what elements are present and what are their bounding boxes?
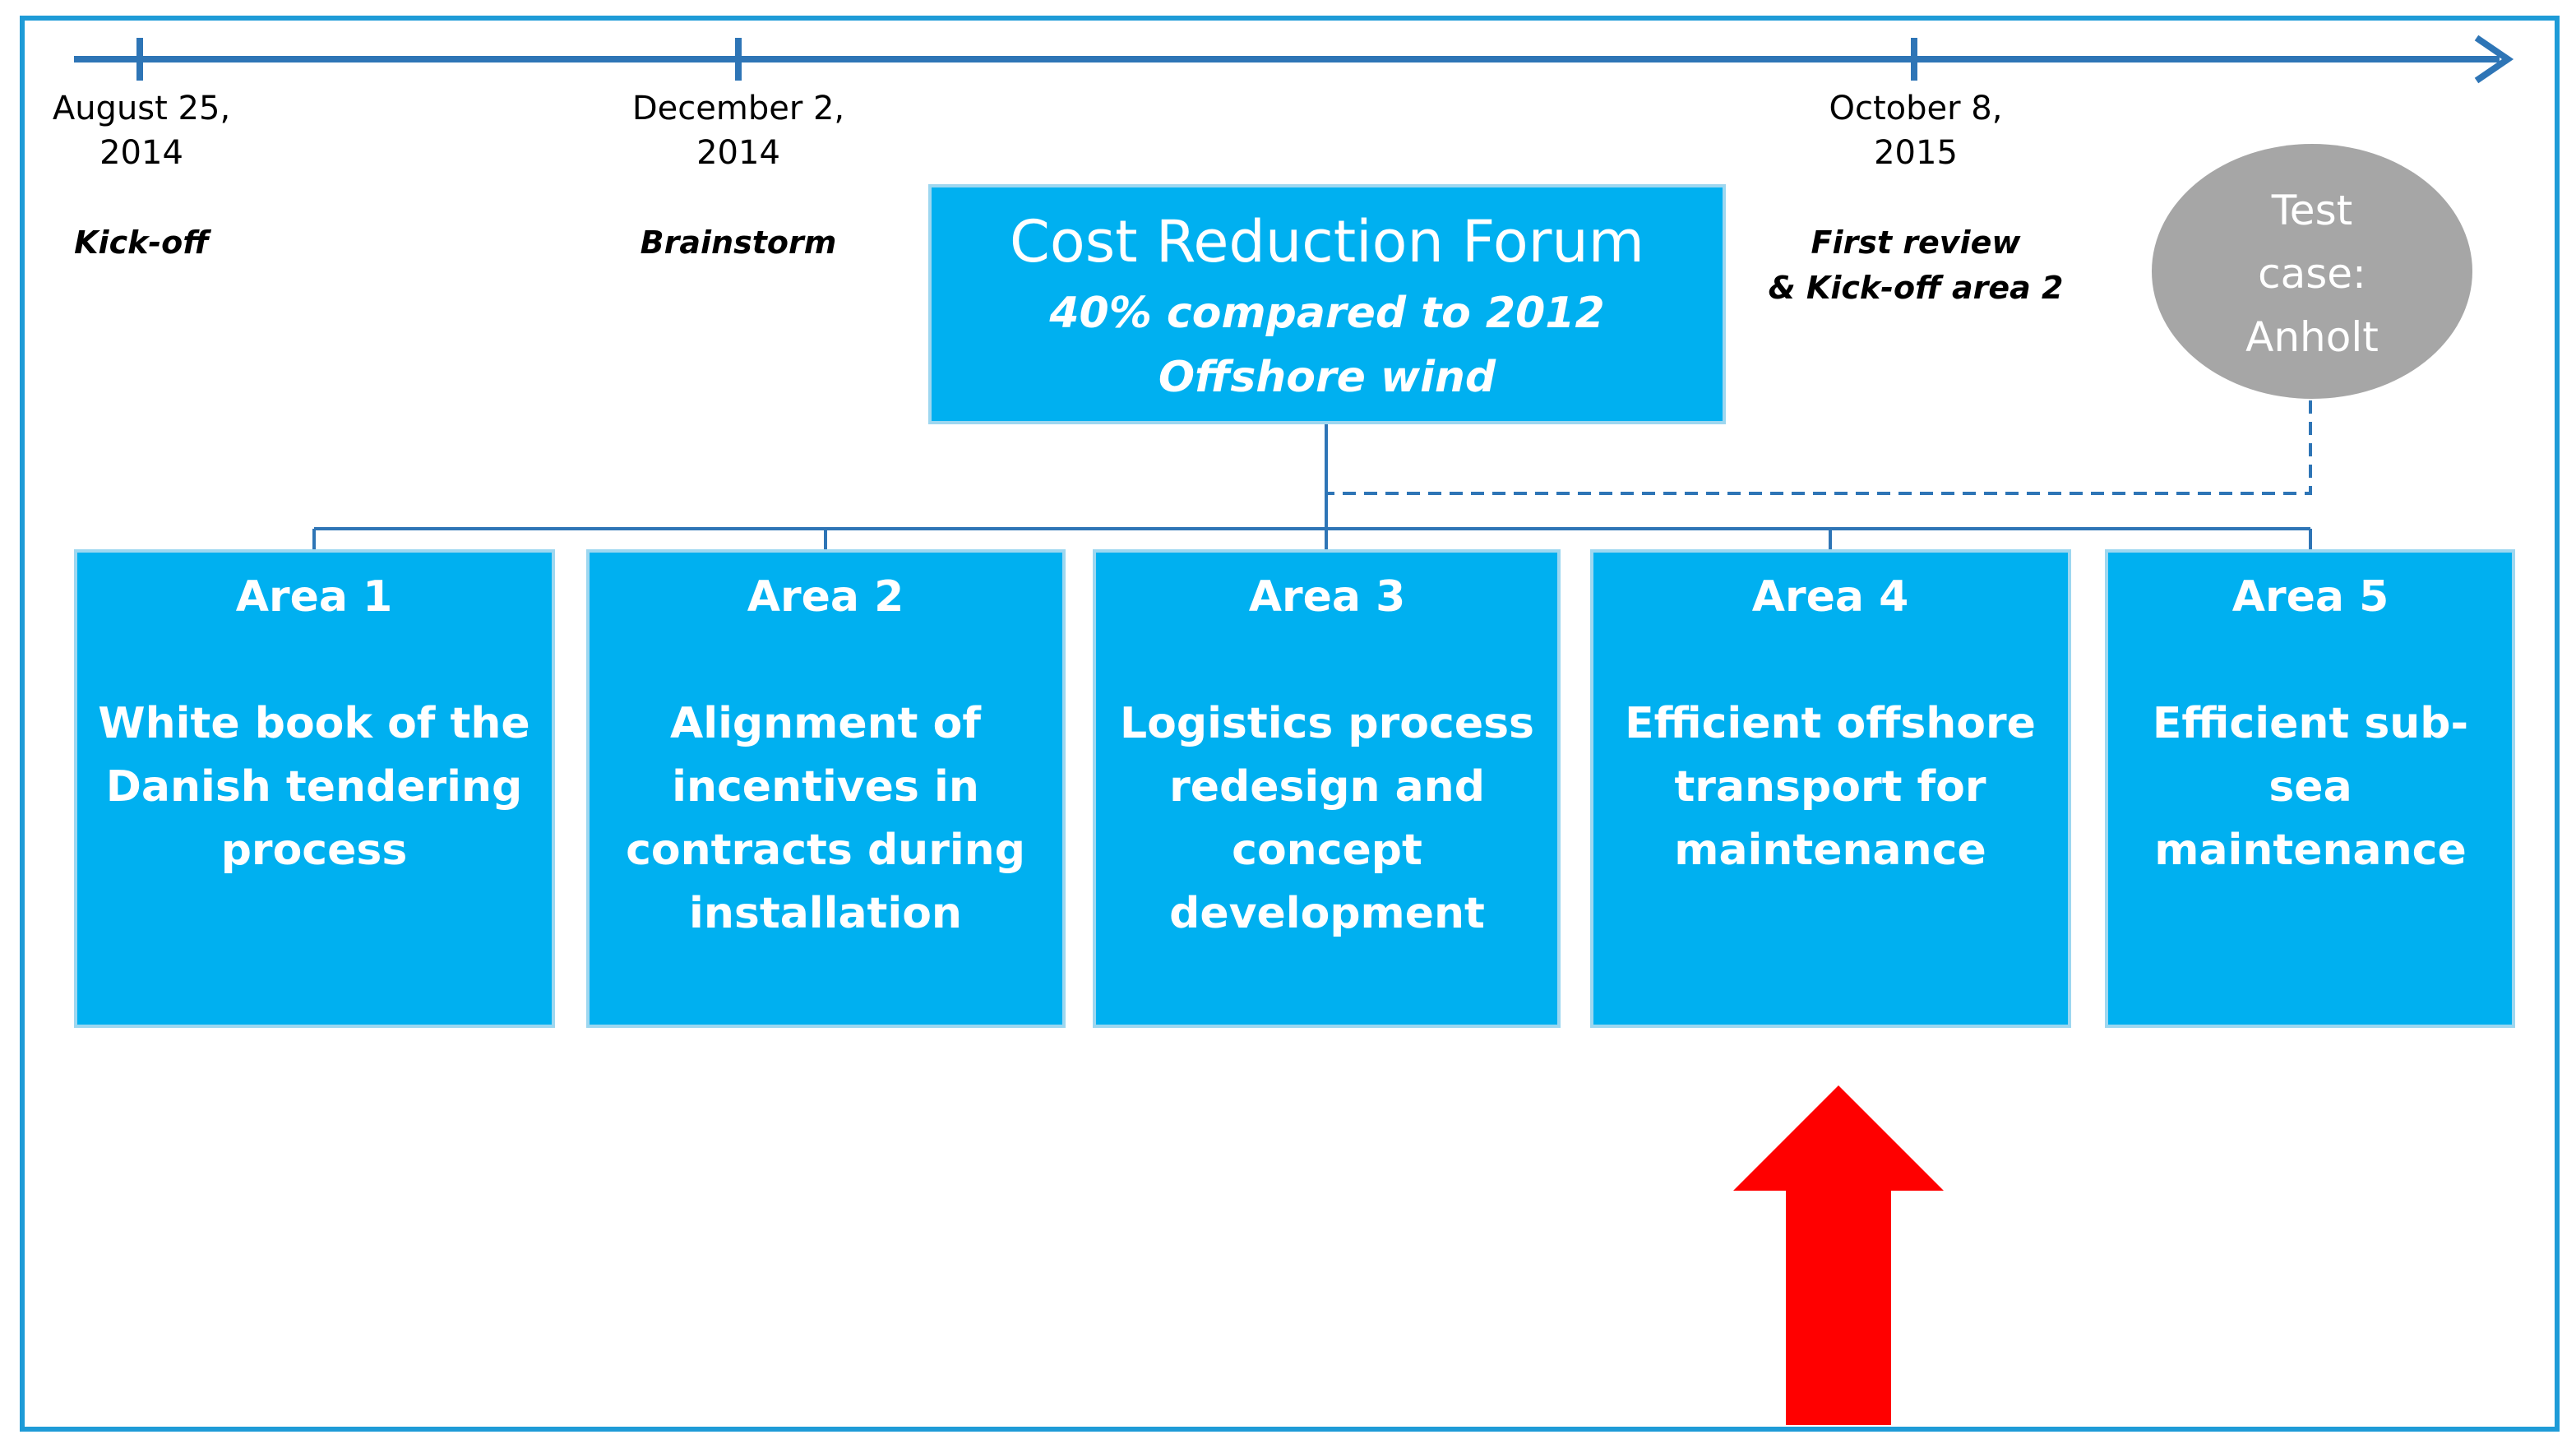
test-case-label: Test [2271,187,2352,234]
area-description: installation [689,889,962,938]
test-case-label: case: [2258,250,2366,298]
area-title: Area 2 [747,572,904,622]
area-box-background [2105,549,2515,1028]
area-box-background [1093,549,1561,1028]
forum-subtitle: Offshore wind [1159,353,1496,402]
area-description: Logistics process [1120,699,1534,748]
area-box: Area 5 Efficient sub- sea maintenance [2105,549,2515,1028]
area-description: Danish tendering [106,762,523,812]
milestone-date: 2014 [99,134,183,172]
area-description: White book of the [98,699,530,748]
arrow-up-icon [1733,1085,1944,1425]
milestone-event: & Kick-off area 2 [1769,270,2064,306]
area-box: Area 2 Alignment of incentives in contra… [586,549,1066,1028]
area-box-background [1590,549,2071,1028]
timeline: August 25, 2014 Kick-off December 2, 201… [53,35,2514,306]
test-case-label: Anholt [2245,313,2379,361]
area-box-background [74,549,555,1028]
area-description: Efficient offshore [1625,699,2036,748]
test-case: Test case: Anholt [2152,144,2472,399]
milestone-event: First review [1811,224,2022,261]
area-description: sea [2268,762,2352,812]
milestone-event: Brainstorm [641,224,837,261]
milestone-date: 2015 [1874,134,1958,172]
forum-box: Cost Reduction Forum 40% compared to 201… [928,184,1726,424]
forum-box-background [928,184,1726,424]
area-description: process [221,826,408,875]
forum-subtitle: 40% compared to 2012 [1048,289,1604,338]
area-description: incentives in [672,762,979,812]
area-title: Area 4 [1752,572,1909,622]
area-description: redesign and [1169,762,1485,812]
test-case-ellipse [2152,144,2472,399]
forum-title: Cost Reduction Forum [1010,208,1644,275]
area-description: concept [1232,826,1422,875]
connectors [312,400,2312,551]
area-description: Efficient sub- [2153,699,2468,748]
area-title: Area 5 [2232,572,2389,622]
area-box: Area 1 White book of the Danish tenderin… [74,549,555,1028]
area-description: contracts during [626,826,1025,875]
area-box: Area 4 Efficient offshore transport for … [1590,549,2071,1028]
milestone-event: Kick-off [74,224,211,261]
milestone-date: August 25, [53,90,230,127]
outer-frame [20,16,2560,1432]
milestone-date: December 2, [632,90,844,127]
timeline-arrow-icon [2474,35,2514,84]
area-box-background [586,549,1066,1028]
area-description: development [1169,889,1485,938]
area-box: Area 3 Logistics process redesign and co… [1093,549,1561,1028]
dashed-connector [1326,400,2312,495]
area-title: Area 3 [1249,572,1406,622]
area-description: Alignment of [670,699,982,748]
milestone-date: 2014 [696,134,780,172]
area-description: maintenance [2154,826,2466,875]
milestone-date: October 8, [1829,90,2003,127]
area-description: transport for [1674,762,1986,812]
area-title: Area 1 [236,572,393,622]
area-description: maintenance [1674,826,1986,875]
